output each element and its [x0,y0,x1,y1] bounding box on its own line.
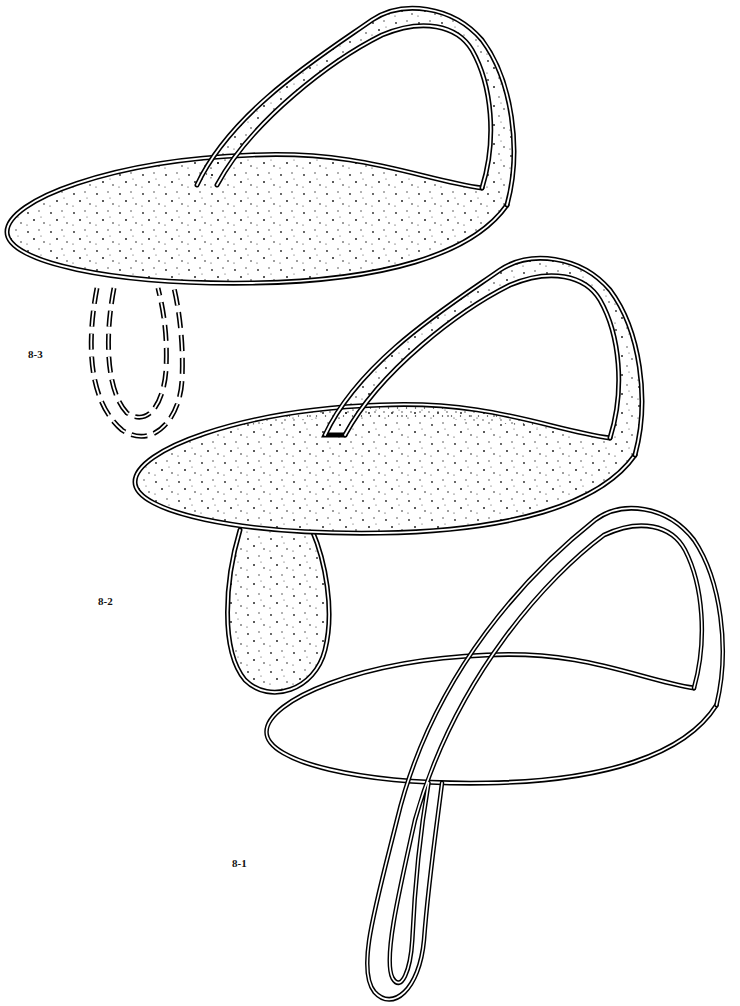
figure-8-2 [135,258,642,692]
figure-8-1 [267,508,723,999]
figure-8-3 [7,8,514,436]
figure-number: 8-1 [232,857,247,869]
figure-number: 8-3 [28,348,43,360]
figure-number: 8-2 [98,595,113,607]
